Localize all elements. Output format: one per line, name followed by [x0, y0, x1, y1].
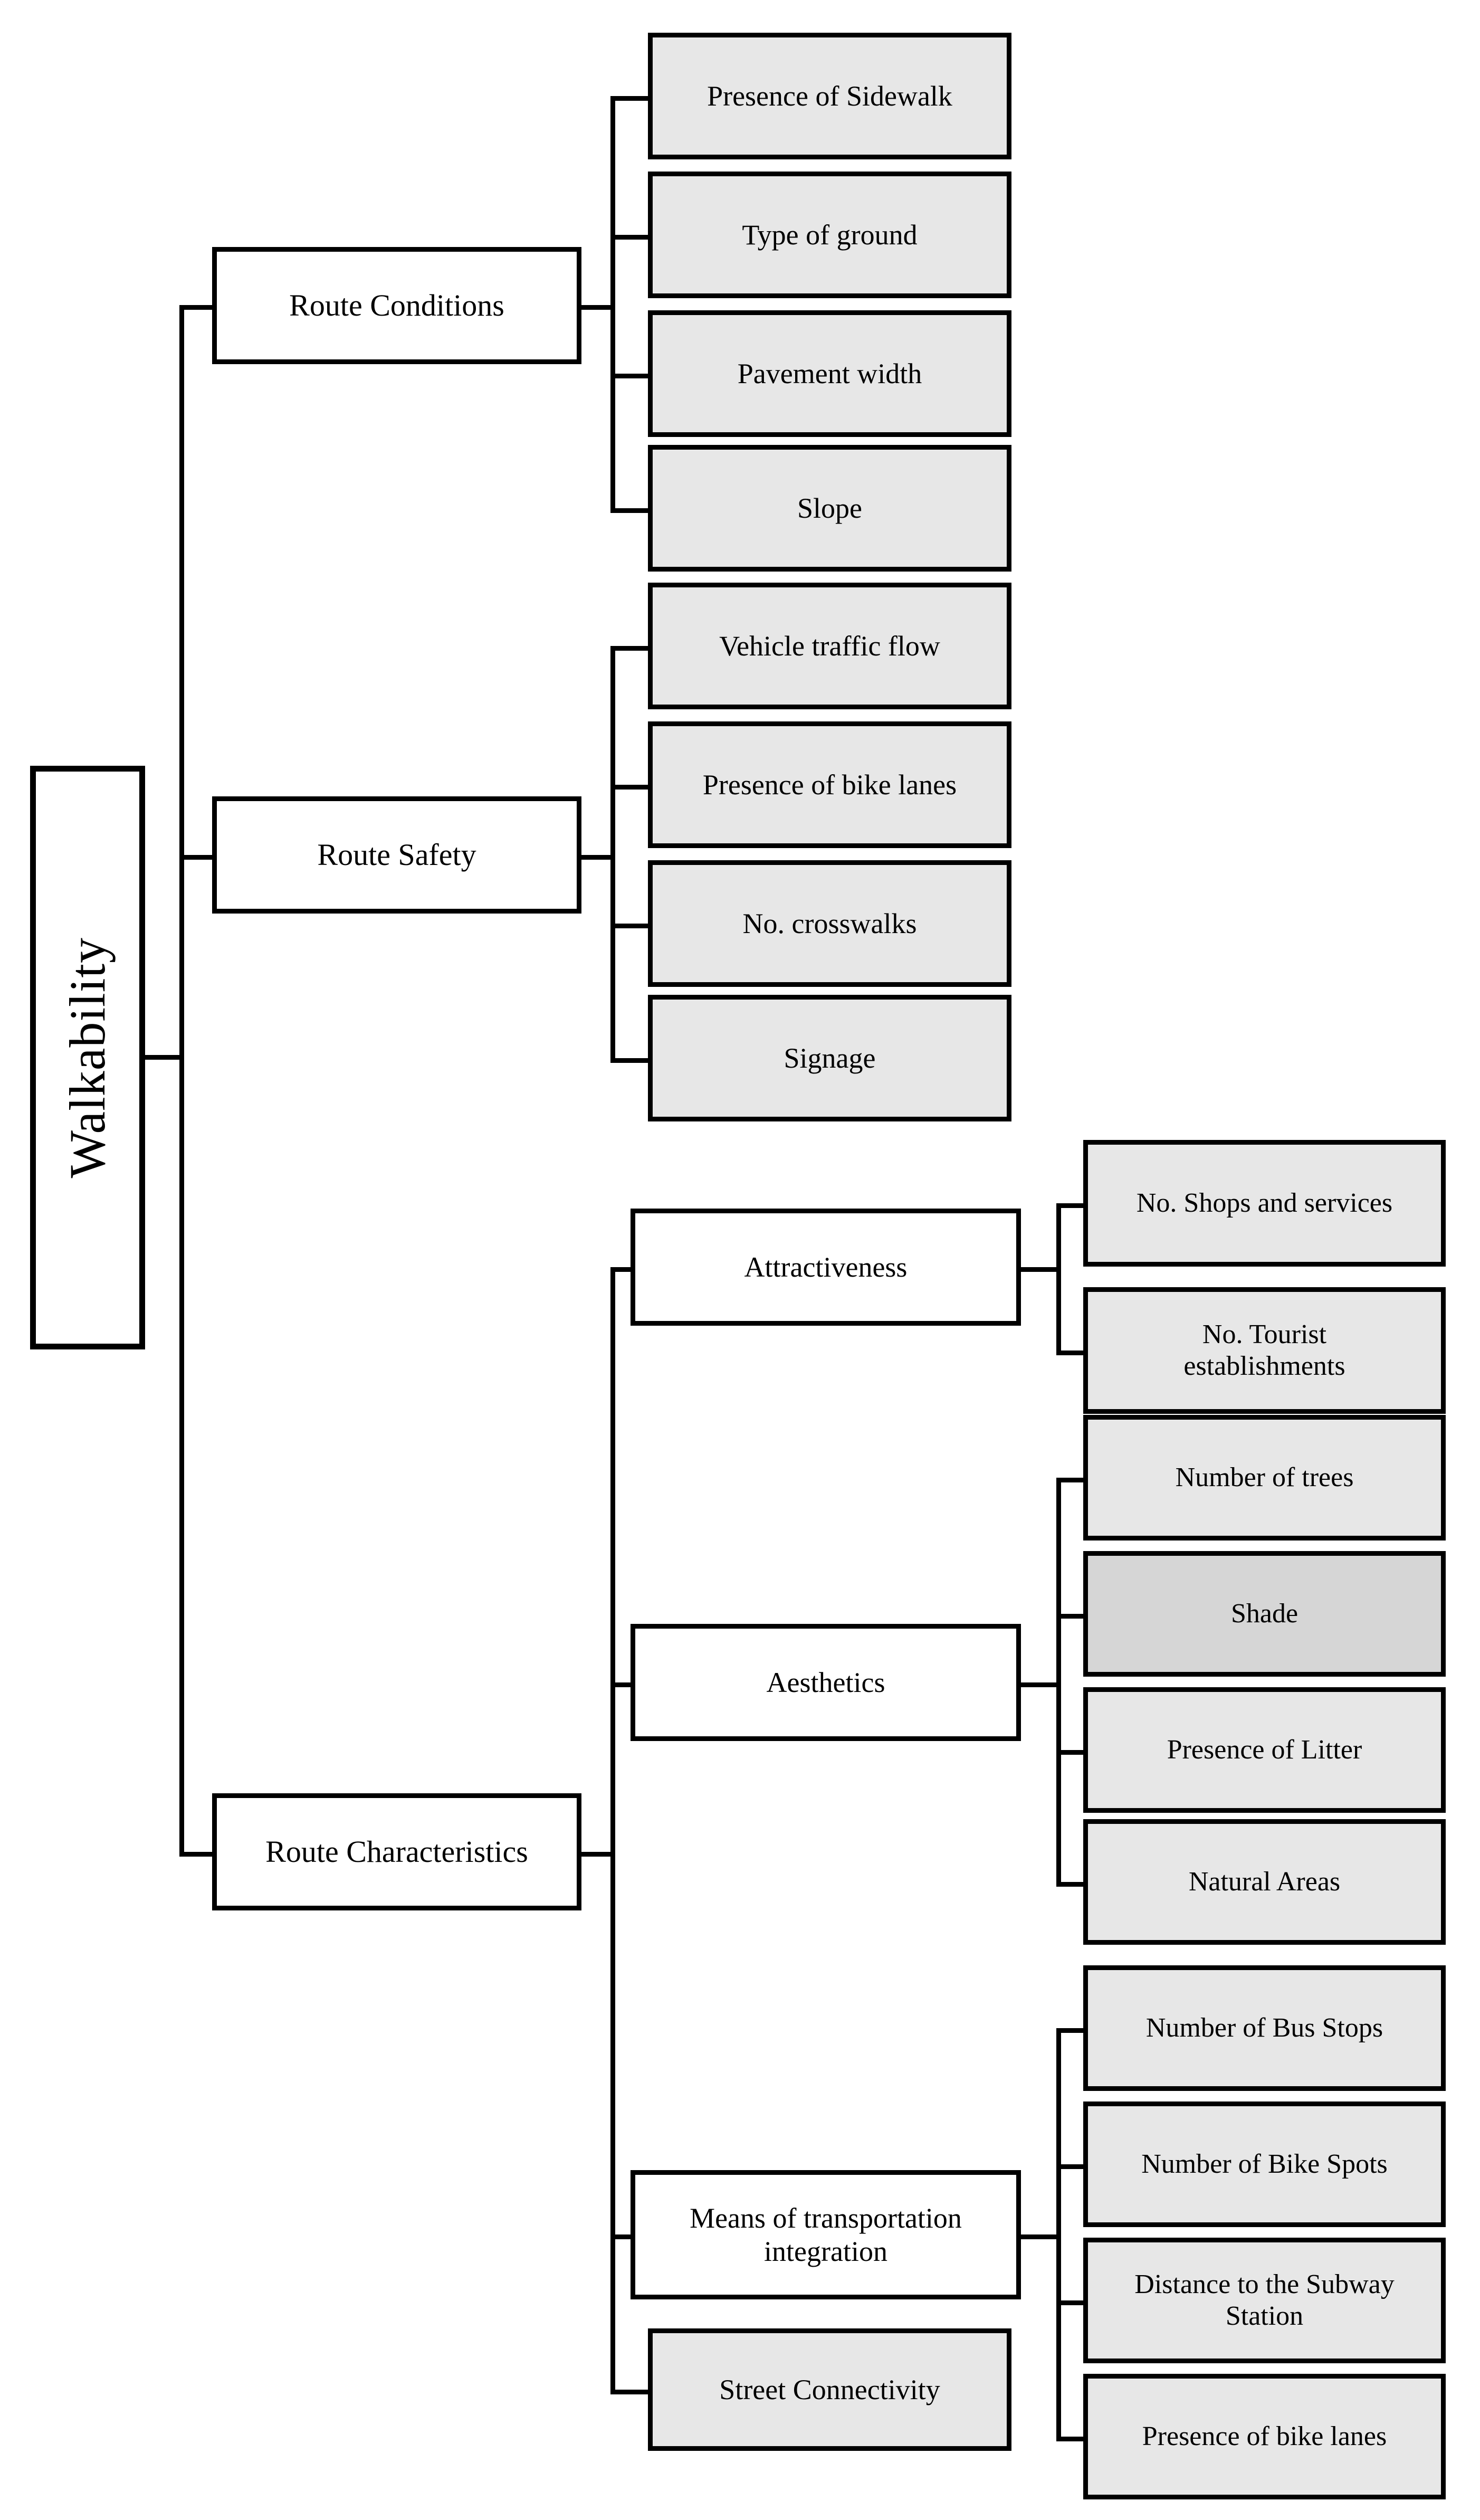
node-means-of-transportation-integration-label: Means of transportation integration: [690, 2202, 962, 2267]
node-route-conditions-label: Route Conditions: [289, 288, 504, 322]
node-means-of-transportation-integration: Means of transportation integration: [631, 2170, 1021, 2299]
leaf-presence-of-bike-lanes-safety: Presence of bike lanes: [648, 721, 1011, 848]
leaf-signage: Signage: [648, 995, 1011, 1121]
connector-route-conditions-stub: [578, 305, 614, 310]
leaf-signage-label: Signage: [784, 1042, 876, 1074]
leaf-number-of-bus-stops-label: Number of Bus Stops: [1145, 2013, 1383, 2043]
leaf-pavement-width: Pavement width: [648, 310, 1011, 437]
connector-root-to-route-conditions: [179, 305, 215, 310]
connector-aes-to-child-2: [1056, 1614, 1088, 1619]
leaf-type-of-ground-label: Type of ground: [742, 218, 918, 251]
leaf-street-connectivity-label: Street Connectivity: [719, 2373, 940, 2405]
connector-root-to-route-characteristics: [179, 1852, 215, 1857]
leaf-pavement-width-label: Pavement width: [737, 357, 922, 389]
connector-route-safety-stub: [578, 855, 614, 860]
connector-attr-to-child-2: [1056, 1351, 1088, 1355]
node-attractiveness-label: Attractiveness: [744, 1251, 908, 1283]
connector-trans-to-child-3: [1056, 2300, 1088, 2305]
leaf-type-of-ground: Type of ground: [648, 172, 1011, 298]
connector-rch-to-aesthetics: [610, 1682, 635, 1687]
connector-transportation-spine: [1056, 2028, 1061, 2441]
node-route-characteristics-label: Route Characteristics: [265, 1834, 528, 1869]
connector-aesthetics-stub: [1017, 1682, 1059, 1687]
leaf-no-crosswalks: No. crosswalks: [648, 860, 1011, 987]
leaf-presence-of-bike-lanes-transport-label: Presence of bike lanes: [1142, 2421, 1387, 2452]
connector-rch-to-attractiveness: [610, 1267, 635, 1272]
connector-rc-to-child-4: [610, 508, 653, 513]
leaf-no-shops-and-services: No. Shops and services: [1083, 1140, 1446, 1267]
node-route-conditions: Route Conditions: [212, 247, 581, 364]
connector-route-conditions-spine: [610, 96, 615, 513]
root-node-label: Walkability: [59, 937, 116, 1178]
connector-rch-to-street-connectivity: [610, 2390, 652, 2394]
connector-aesthetics-spine: [1056, 1478, 1061, 1887]
node-aesthetics: Aesthetics: [631, 1624, 1021, 1741]
leaf-presence-of-litter: Presence of Litter: [1083, 1687, 1446, 1813]
connector-trans-to-child-2: [1056, 2164, 1088, 2169]
connector-attr-to-child-1: [1056, 1203, 1088, 1208]
leaf-natural-areas: Natural Areas: [1083, 1819, 1446, 1945]
connector-rc-to-child-1: [610, 96, 653, 101]
connector-root-to-route-safety: [179, 855, 215, 860]
root-node-walkability: Walkability: [30, 766, 145, 1349]
leaf-slope: Slope: [648, 445, 1011, 572]
leaf-presence-of-bike-lanes-transport: Presence of bike lanes: [1083, 2374, 1446, 2499]
leaf-presence-of-litter-label: Presence of Litter: [1167, 1735, 1362, 1765]
node-attractiveness: Attractiveness: [631, 1209, 1021, 1326]
leaf-presence-of-sidewalk: Presence of Sidewalk: [648, 33, 1011, 159]
connector-rs-to-child-3: [610, 924, 653, 928]
connector-rc-to-child-3: [610, 374, 653, 378]
connector-trans-to-child-1: [1056, 2028, 1088, 2033]
connector-attractiveness-spine: [1056, 1203, 1061, 1355]
connector-aes-to-child-4: [1056, 1882, 1088, 1887]
connector-rs-to-child-2: [610, 785, 653, 790]
node-route-safety: Route Safety: [212, 796, 581, 914]
leaf-vehicle-traffic-flow: Vehicle traffic flow: [648, 583, 1011, 709]
connector-attractiveness-stub: [1017, 1267, 1059, 1272]
leaf-presence-of-sidewalk-label: Presence of Sidewalk: [707, 80, 952, 112]
node-route-safety-label: Route Safety: [317, 837, 476, 872]
connector-root-spine: [179, 305, 184, 1857]
leaf-number-of-bike-spots: Number of Bike Spots: [1083, 2101, 1446, 2227]
leaf-natural-areas-label: Natural Areas: [1188, 1867, 1341, 1897]
connector-root-stub: [145, 1055, 184, 1060]
node-route-characteristics: Route Characteristics: [212, 1793, 581, 1910]
leaf-shade-label: Shade: [1230, 1599, 1298, 1629]
leaf-slope-label: Slope: [797, 492, 862, 524]
leaf-no-crosswalks-label: No. crosswalks: [742, 907, 917, 939]
node-aesthetics-label: Aesthetics: [766, 1666, 885, 1698]
connector-rs-to-child-1: [610, 646, 653, 651]
connector-route-characteristics-stub: [578, 1852, 614, 1857]
connector-transportation-stub: [1017, 2234, 1059, 2239]
leaf-number-of-bike-spots-label: Number of Bike Spots: [1141, 2149, 1388, 2180]
connector-aes-to-child-3: [1056, 1750, 1088, 1755]
leaf-distance-to-the-subway-station-label: Distance to the Subway Station: [1134, 2269, 1395, 2331]
leaf-vehicle-traffic-flow-label: Vehicle traffic flow: [719, 630, 940, 662]
leaf-shade: Shade: [1083, 1551, 1446, 1677]
connector-rs-to-child-4: [610, 1058, 653, 1063]
connector-trans-to-child-4: [1056, 2437, 1088, 2441]
leaf-no-shops-and-services-label: No. Shops and services: [1136, 1188, 1393, 1219]
connector-rch-to-transportation: [610, 2234, 635, 2239]
leaf-number-of-trees-label: Number of trees: [1175, 1462, 1354, 1493]
connector-aes-to-child-1: [1056, 1478, 1088, 1482]
leaf-street-connectivity: Street Connectivity: [648, 2328, 1011, 2451]
connector-rc-to-child-2: [610, 235, 653, 240]
leaf-presence-of-bike-lanes-safety-label: Presence of bike lanes: [702, 768, 957, 801]
connector-route-safety-spine: [610, 646, 615, 1063]
leaf-distance-to-the-subway-station: Distance to the Subway Station: [1083, 2238, 1446, 2363]
connector-route-characteristics-spine: [610, 1267, 615, 2394]
leaf-number-of-trees: Number of trees: [1083, 1415, 1446, 1540]
leaf-no-tourist-establishments: No. Tourist establishments: [1083, 1287, 1446, 1414]
leaf-number-of-bus-stops: Number of Bus Stops: [1083, 1965, 1446, 2091]
leaf-no-tourist-establishments-label: No. Tourist establishments: [1183, 1319, 1345, 1381]
